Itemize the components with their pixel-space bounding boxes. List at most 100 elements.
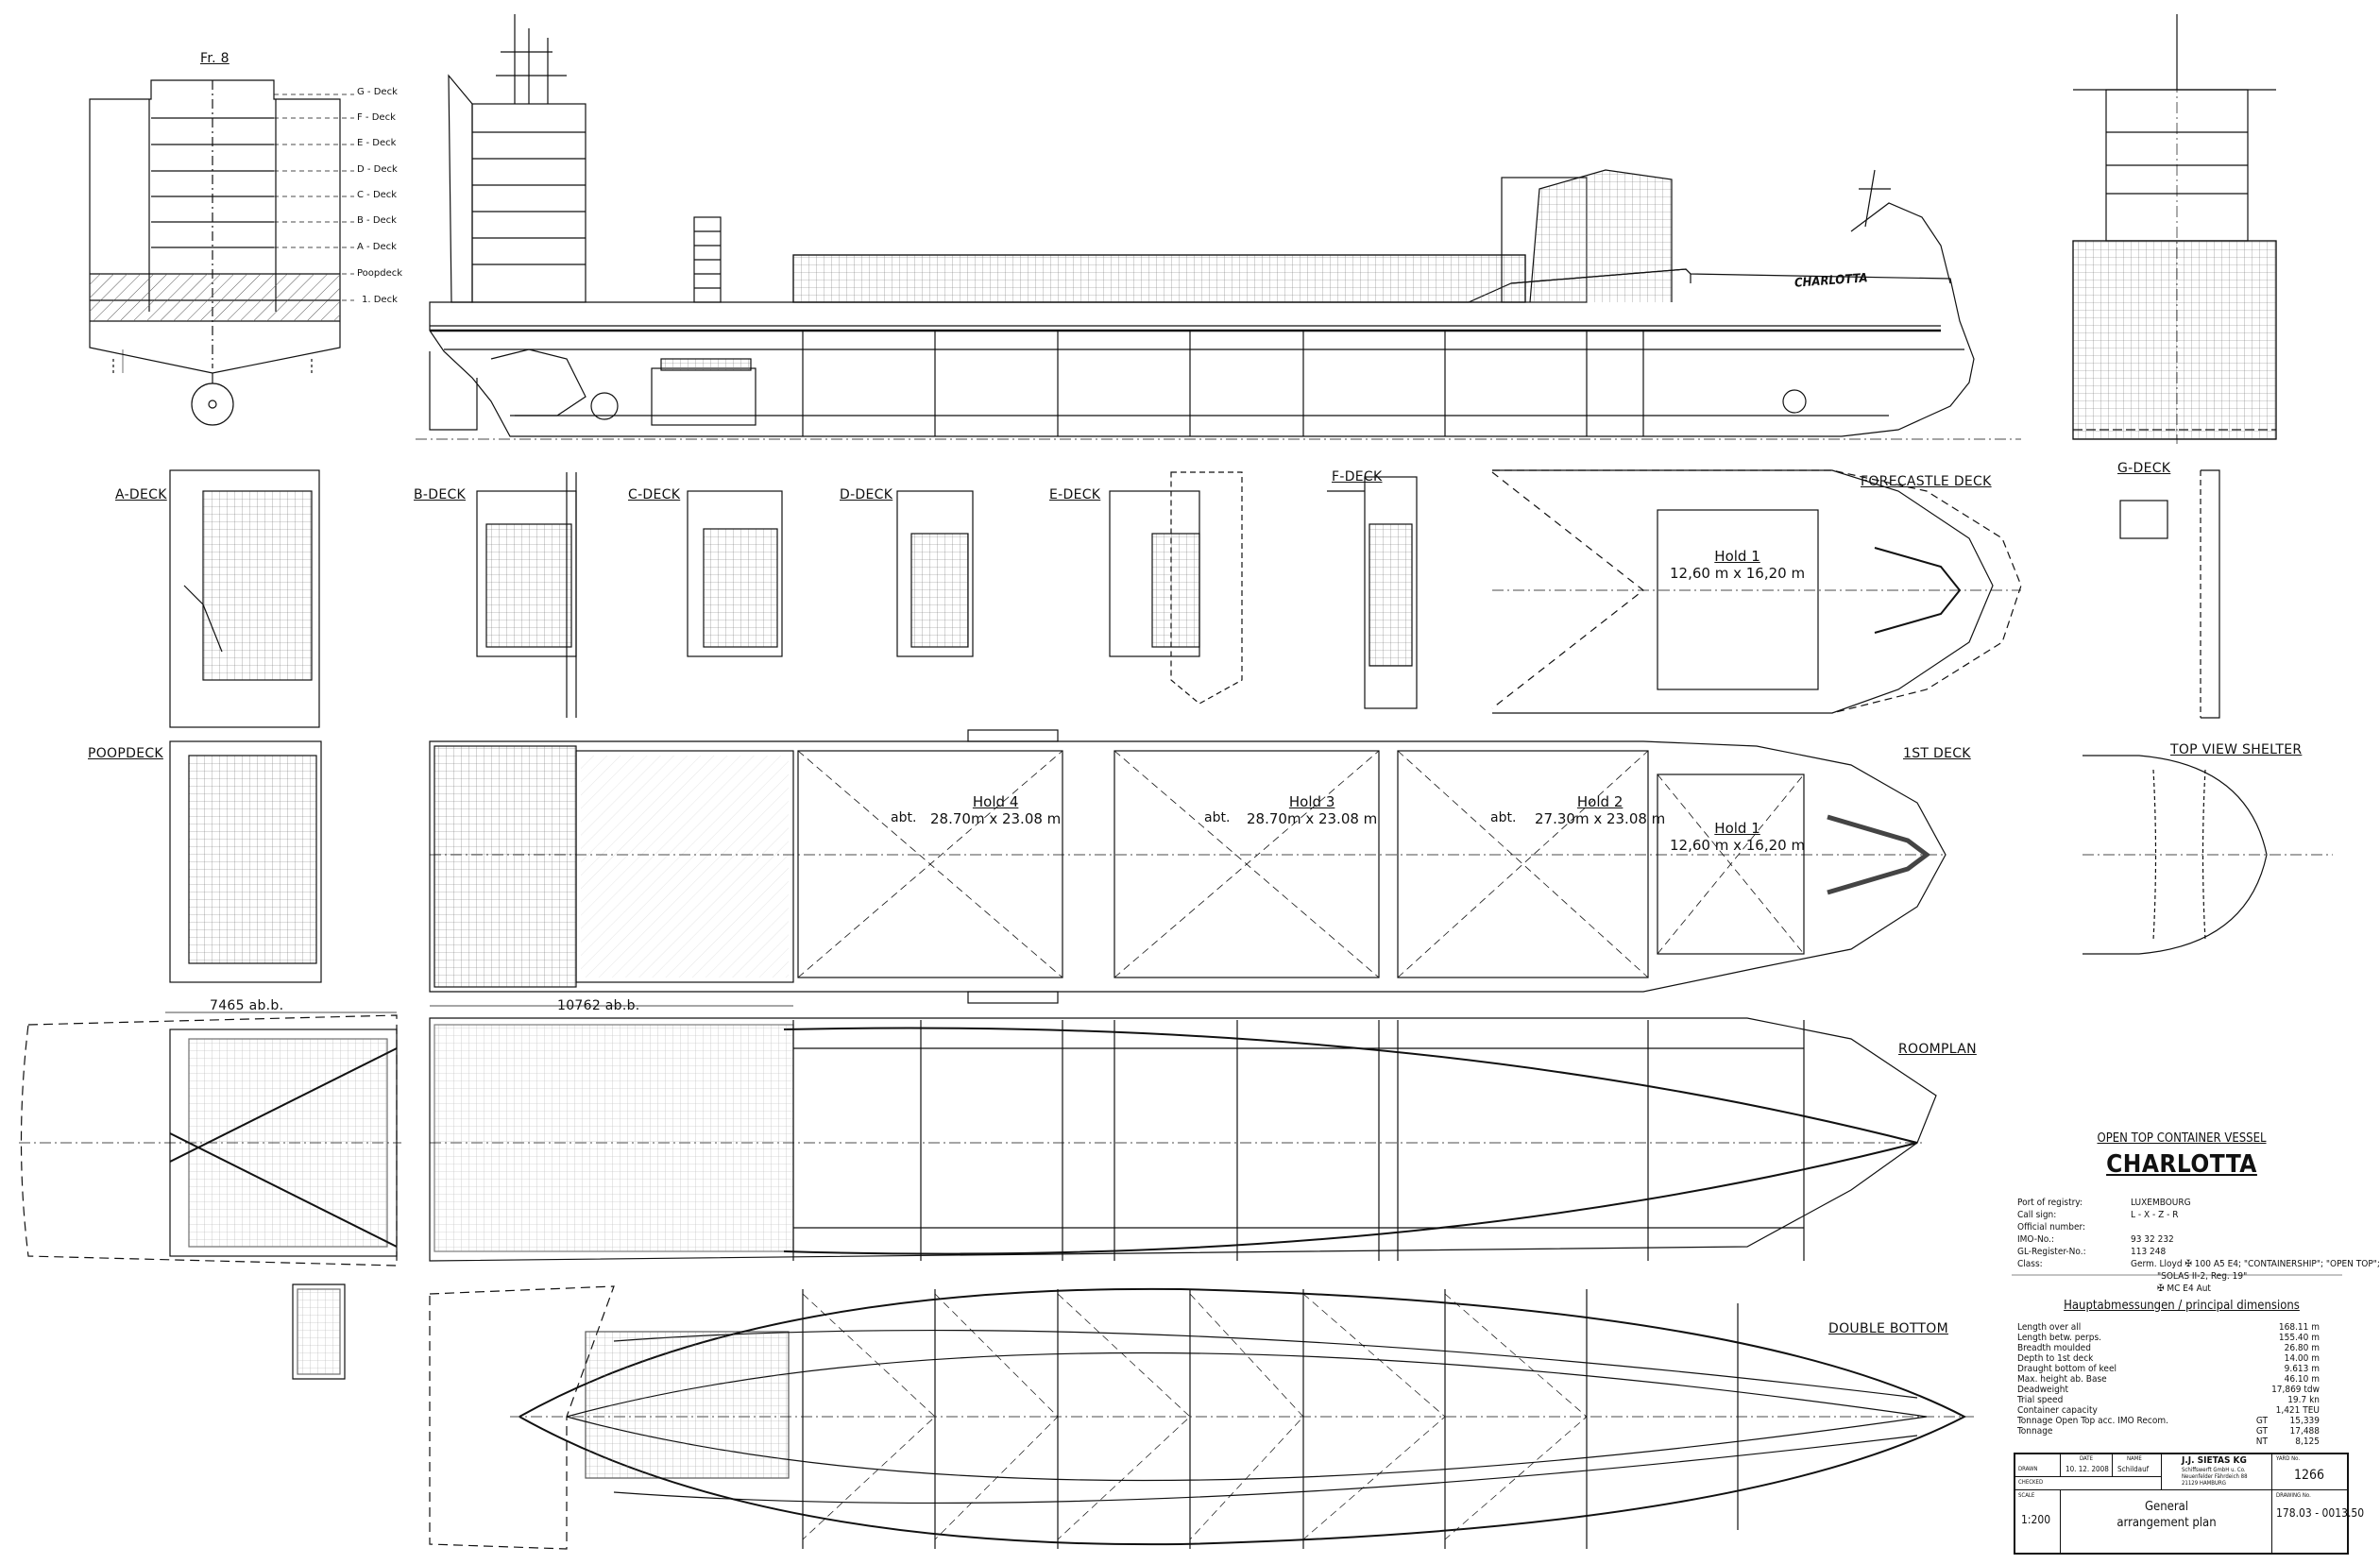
deck-level: F - Deck [357,112,396,123]
deck-level: 1. Deck [362,295,398,305]
tb-yard-label: YARD No. [2276,1455,2301,1462]
registry-value: Germ. Lloyd ✠ 100 A5 E4; "CONTAINERSHIP"… [2131,1259,2380,1269]
title-block: DRAWN CHECKED DATE NAME 10. 12. 2008 Sch… [2014,1453,2364,1555]
g-deck-label: G-DECK [2117,461,2171,476]
hold-2-label: Hold 2 27.30m x 23.08 m [1535,793,1665,827]
deck-level: Poopdeck [357,268,403,279]
deck-level: B - Deck [357,215,397,226]
dimensions-title: Hauptabmessungen / principal dimensions [2064,1299,2300,1313]
dimension-row: Trial speed 19.7 kn [2017,1395,2320,1405]
ship-profile [416,14,2021,440]
dimension-prefix: GT [2255,1426,2268,1436]
deck-level: C - Deck [357,190,398,200]
tb-yard-cell [2272,1454,2348,1490]
tb-date-cell [2061,1454,2113,1477]
dimension-value: 17,488 [2289,1426,2320,1436]
front-elevation [2072,14,2277,444]
dimension-row: Max. height ab. Base 46.10 m [2017,1374,2320,1385]
top-view-shelter-label: TOP VIEW SHELTER [2170,742,2303,757]
hold-3-name: Hold 3 [1288,793,1335,810]
registry-label: IMO-No.: [2017,1234,2054,1245]
registry-row: Call sign:L - X - Z - R [2017,1210,2178,1220]
forecastle-hold-1-label: Hold 1 12,60 m x 16,20 m [1670,548,1805,582]
abt-label: abt. [1204,810,1231,825]
dim-10762-label: 10762 ab.b. [557,998,640,1013]
deck-level: G - Deck [357,87,398,97]
hold-1-name: Hold 1 [1714,820,1760,837]
dimension-prefix: NT [2255,1436,2268,1447]
e-deck-label: E-DECK [1049,487,1101,502]
tb-date-label: DATE [2080,1455,2093,1462]
tb-checked-cell [2015,1477,2162,1490]
hold-3-label: Hold 3 28.70m x 23.08 m [1247,793,1377,827]
dimension-label: Tonnage [2017,1426,2053,1436]
double-bottom-label: DOUBLE BOTTOM [1828,1321,1948,1336]
dimension-label: Max. height ab. Base [2017,1374,2107,1385]
poopdeck-label: POOPDECK [88,746,163,761]
deck-plans-accommodation [169,469,2220,728]
hold-4-name: Hold 4 [972,793,1019,810]
registry-label: Call sign: [2017,1210,2057,1220]
vessel-name: CHARLOTTA [2106,1150,2257,1179]
dimension-value: 26.80 m [2284,1343,2320,1353]
dimension-value: 9.613 m [2284,1364,2320,1374]
deck-level: E - Deck [357,138,397,148]
a-deck-label: A-DECK [115,487,167,502]
dimension-value: 46.10 m [2284,1374,2320,1385]
hold-1-label: Hold 1 12,60 m x 16,20 m [1670,820,1805,854]
d-deck-label: D-DECK [840,487,893,502]
hold-1-name: Hold 1 [1714,548,1760,565]
abt-label: abt. [891,810,917,825]
dimension-prefix: GT [2255,1416,2268,1426]
dimension-label: Length over all [2017,1322,2082,1333]
dimension-value: 155.40 m [2278,1333,2320,1343]
dimension-label: Depth to 1st deck [2017,1353,2094,1364]
hold-3-size: 28.70m x 23.08 m [1247,810,1378,827]
tb-drawn-cell [2015,1454,2061,1477]
tb-title-line2: arrangement plan [2116,1516,2217,1530]
hold-4-size: 28.70m x 23.08 m [930,810,1062,827]
dimension-label: Trial speed [2017,1395,2064,1405]
dimension-row: Length betw. perps. 155.40 m [2017,1333,2320,1343]
registry-value: 93 32 232 [2131,1234,2174,1245]
tb-scale: 1:200 [2021,1513,2051,1526]
hold-1-size: 12,60 m x 16,20 m [1670,565,1806,582]
tb-yard-no: 1266 [2294,1468,2325,1483]
dimension-label: Length betw. perps. [2017,1333,2102,1343]
tb-scale-label: SCALE [2018,1492,2035,1499]
tb-company-sub3: 21129 HAMBURG [2182,1480,2226,1487]
tb-company-sub2: Neuenfelder Fährdeich 88 [2182,1473,2248,1480]
frame-section-label: Fr. 8 [200,51,230,66]
first-deck-label: 1ST DECK [1903,746,1971,761]
tb-name-label: NAME [2127,1455,2142,1462]
hold-2-size: 27.30m x 23.08 m [1535,810,1666,827]
registry-value: LUXEMBOURG [2131,1198,2191,1208]
abt-label: abt. [1490,810,1517,825]
dimension-value: 19.7 kn [2287,1395,2320,1405]
dimension-label: Tonnage Open Top acc. IMO Recom. [2017,1416,2168,1426]
vessel-type: OPEN TOP CONTAINER VESSEL [2097,1131,2267,1146]
first-deck-plan [169,729,2333,1004]
registry-label: Official number: [2017,1222,2086,1232]
registry-row: Port of registry:LUXEMBOURG [2017,1198,2191,1208]
tb-title-line1: General [2144,1500,2189,1514]
registry-row: GL-Register-No.: 113 248 [2017,1247,2166,1257]
tb-company-cell [2162,1454,2272,1490]
registry-value: 113 248 [2131,1247,2167,1257]
tb-drawn-label: DRAWN [2018,1466,2038,1472]
registry-label: GL-Register-No.: [2017,1247,2086,1257]
b-deck-label: B-DECK [414,487,467,502]
registry-label: Class: [2017,1259,2043,1269]
c-deck-label: C-DECK [628,487,681,502]
tb-date: 10. 12. 2008 [2066,1465,2109,1473]
registry-row: Class: Germ. Lloyd ✠ 100 A5 E4; "CONTAINE… [2017,1259,2380,1269]
dimension-value: 1,421 TEU [2275,1405,2320,1416]
tb-name: Schildauf [2117,1465,2150,1473]
dimension-label: Deadweight [2017,1385,2069,1395]
